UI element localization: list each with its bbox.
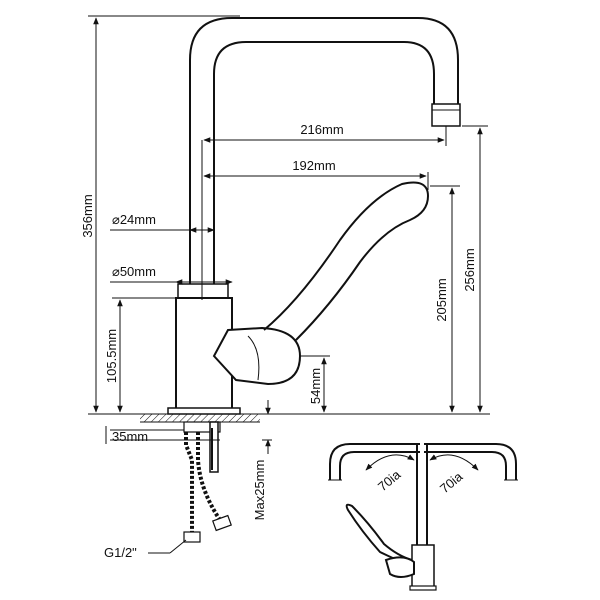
lever-cartridge	[212, 326, 302, 386]
label-body-height: 105.5mm	[104, 329, 119, 383]
label-spout-height: 256mm	[462, 248, 477, 291]
label-total-height: 356mm	[80, 194, 95, 237]
label-thread: G1/2"	[104, 545, 137, 560]
label-spout-diameter: ⌀24mm	[112, 212, 156, 227]
spout-collar	[177, 283, 229, 299]
hose-fitting-right	[212, 514, 232, 532]
dimension-labels: 356mm 216mm 192mm ⌀24mm ⌀50mm 105.5mm 20…	[80, 122, 477, 560]
spout-outer	[189, 17, 459, 290]
hose-fitting-left	[183, 531, 201, 543]
countertop	[140, 413, 260, 423]
label-handle-height: 205mm	[434, 278, 449, 321]
supply-hoses	[183, 421, 232, 543]
label-reach-outer: 216mm	[300, 122, 343, 137]
spout-inner	[213, 41, 435, 290]
label-angle-right: 70іа	[437, 468, 466, 496]
label-lever-base: 54mm	[308, 368, 323, 404]
dimension-lines	[88, 15, 490, 554]
label-body-diameter: ⌀50mm	[112, 264, 156, 279]
aerator	[431, 103, 461, 127]
rotation-view: 70іа 70іа	[328, 443, 518, 591]
base-flange	[167, 407, 241, 415]
label-max-deck: Max25mm	[252, 460, 267, 521]
label-reach-handle: 192mm	[292, 158, 335, 173]
label-angle-left: 70іа	[375, 466, 404, 494]
faucet-side-view	[167, 17, 461, 415]
lever-handle	[263, 181, 430, 341]
label-shank-length: 35mm	[112, 429, 148, 444]
